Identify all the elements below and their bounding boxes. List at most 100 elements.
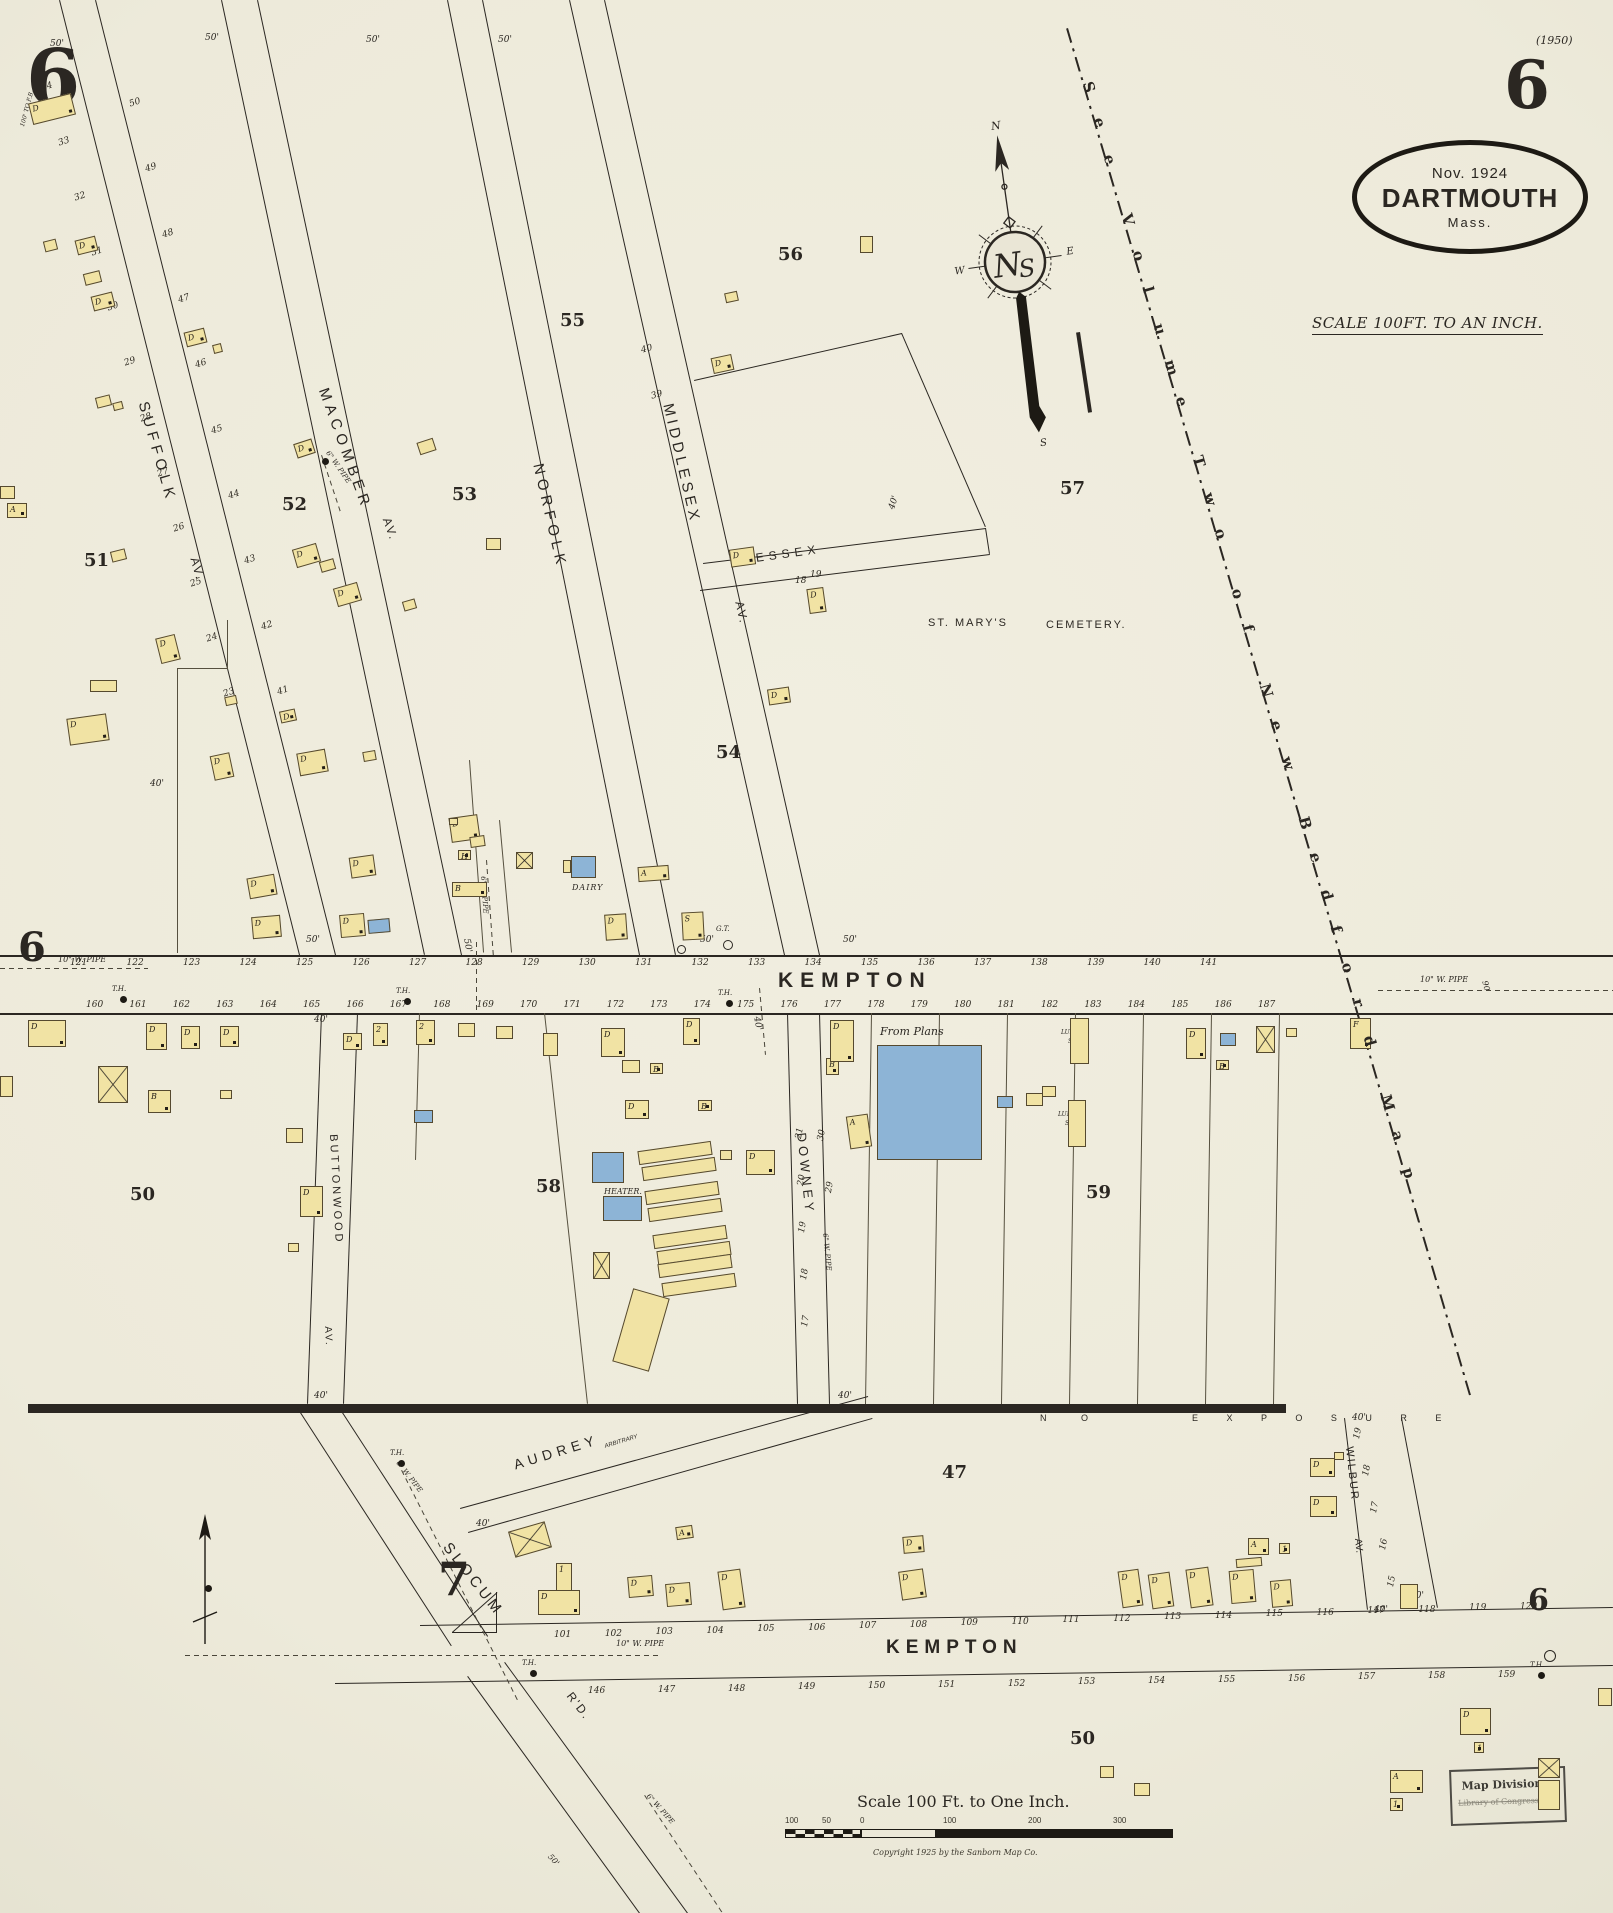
- lot-number: 139: [1087, 958, 1105, 968]
- building-letter: D: [77, 240, 87, 251]
- block-number: 56: [778, 244, 804, 265]
- lot-number: 159: [1498, 1670, 1516, 1680]
- lot-number: 152: [1008, 1678, 1026, 1689]
- telephone-marker-dot: [120, 996, 127, 1003]
- building: D: [1186, 1028, 1206, 1059]
- lot-number: 131: [635, 958, 653, 968]
- building-letter: D: [93, 296, 103, 307]
- street-kempton-upper: KEMPTON: [778, 969, 932, 992]
- building: [1070, 1018, 1089, 1064]
- building: D: [1310, 1496, 1337, 1517]
- building-letter: D: [1120, 1572, 1129, 1583]
- volume-note-letter: T: [1188, 453, 1210, 470]
- water-pipe-label: 90: [1480, 979, 1492, 992]
- building: D: [1185, 1566, 1214, 1609]
- lot-number: 180: [954, 1000, 972, 1010]
- lot-number: 163: [216, 1000, 234, 1010]
- map-line: [1205, 1012, 1212, 1404]
- building: D: [296, 748, 329, 777]
- lot-number: 41: [276, 684, 290, 698]
- lot-number: 104: [706, 1625, 724, 1636]
- building-letter: D: [158, 638, 167, 649]
- telephone-marker-label: T.H.: [112, 985, 127, 993]
- street-middlesex: MIDDLESEX: [659, 401, 704, 526]
- building-letter: D: [1150, 1575, 1159, 1586]
- building-letter: F: [1353, 1020, 1359, 1029]
- building: [1334, 1452, 1344, 1460]
- map-line: [544, 1013, 588, 1405]
- label-from-plans: From Plans: [880, 1025, 944, 1038]
- lot-number: 17: [1369, 1500, 1382, 1515]
- width-label: 40': [887, 494, 901, 511]
- adjoining-sheet-right: 6: [1528, 1583, 1549, 1618]
- street-buttonwood-av: AV.: [322, 1325, 335, 1347]
- volume-note-letter: M: [1376, 1092, 1399, 1114]
- building: [0, 486, 15, 499]
- lot-number: 127: [409, 958, 427, 968]
- lot-number: 126: [352, 958, 370, 968]
- building: D: [300, 1186, 323, 1217]
- scale-bar-title: Scale 100 Ft. to One Inch.: [857, 1792, 1070, 1811]
- telephone-marker-label: T.H.: [718, 989, 733, 997]
- building: [318, 558, 337, 573]
- lot-number: 168: [433, 1000, 451, 1010]
- block-number: 51: [84, 550, 110, 571]
- lot-number: 111: [1062, 1615, 1080, 1626]
- lot-number: 171: [563, 1000, 581, 1010]
- map-line: [1400, 1418, 1438, 1609]
- building-letter: 2: [376, 1025, 382, 1034]
- width-label: 50': [546, 1852, 562, 1868]
- lot-number: 120: [1520, 1602, 1538, 1612]
- building: [98, 1066, 128, 1103]
- lot-number: 19: [810, 570, 822, 580]
- building-letter: D: [1189, 1030, 1196, 1039]
- building: D: [898, 1568, 927, 1601]
- building-letter: D: [295, 549, 304, 560]
- building: H: [458, 850, 471, 861]
- building: [449, 818, 458, 825]
- lot-number: 158: [1428, 1671, 1446, 1682]
- building: [1220, 1033, 1236, 1046]
- lot-number: 128: [465, 958, 483, 968]
- map-line: [1273, 1012, 1280, 1404]
- building: D: [220, 1026, 239, 1047]
- building: D: [339, 912, 366, 939]
- building-letter: D: [336, 588, 345, 599]
- width-label: 40': [1352, 1413, 1366, 1423]
- building: [112, 400, 124, 412]
- building: 1: [1474, 1742, 1484, 1753]
- building-letter: D: [1313, 1498, 1320, 1507]
- map-line: [469, 760, 484, 953]
- building: D: [627, 1574, 654, 1599]
- lot-number: 112: [1113, 1613, 1131, 1624]
- label-no-exposure-1: N O: [1040, 1413, 1105, 1423]
- building-letter: D: [212, 756, 222, 767]
- lot-number: 148: [728, 1683, 746, 1694]
- building: D: [1147, 1571, 1175, 1610]
- width-label: 40': [314, 1391, 328, 1401]
- lot-number: 48: [160, 227, 175, 241]
- building: D: [1460, 1708, 1491, 1735]
- lot-number: 154: [1148, 1676, 1166, 1687]
- map-line: [28, 1404, 1286, 1413]
- lot-number: 118: [1418, 1604, 1436, 1615]
- lot-number: 176: [780, 1000, 798, 1010]
- scale-bar-solid-segment: [936, 1829, 1173, 1838]
- building: D: [1269, 1579, 1294, 1608]
- building: [367, 918, 391, 934]
- lot-number: 132: [691, 958, 709, 968]
- lot-number: 26: [172, 521, 187, 535]
- scale-bar-checker: [785, 1829, 861, 1838]
- block-number: 52: [282, 494, 308, 515]
- building: [401, 598, 418, 612]
- lot-number: 162: [172, 1000, 190, 1010]
- building-letter: D: [351, 858, 360, 869]
- width-label: 50': [205, 33, 219, 43]
- lot-number: 183: [1084, 1000, 1102, 1010]
- svg-text:W: W: [954, 265, 966, 277]
- building-letter: A: [678, 1528, 686, 1538]
- water-pipe-line: [185, 1655, 660, 1657]
- lot-number: 181: [997, 1000, 1015, 1010]
- building: D: [1117, 1568, 1144, 1609]
- telephone-marker-dot: [404, 998, 411, 1005]
